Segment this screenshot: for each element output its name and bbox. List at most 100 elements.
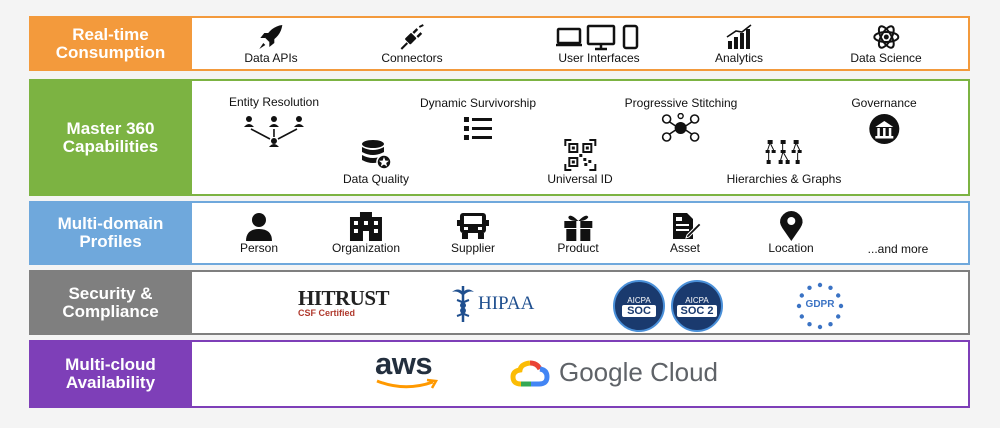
gdpr-logo: GDPR (795, 281, 845, 331)
hipaa-text: HIPAA (478, 293, 535, 314)
progressive-stitching-label: Progressive Stitching (624, 96, 738, 110)
caduceus-icon (452, 286, 474, 322)
aicpa-soc2-badge: AICPA SOC 2 (671, 280, 723, 332)
item-connectors: Connectors (381, 23, 443, 65)
list-icon (463, 117, 492, 140)
map-pin-icon (779, 211, 803, 241)
gdpr-text: GDPR (805, 299, 835, 310)
hierarchies-label: Hierarchies & Graphs (726, 172, 842, 186)
user-interfaces-label: User Interfaces (558, 51, 640, 65)
item-organization: Organization (332, 211, 400, 255)
security-label: Security &Compliance (29, 270, 192, 335)
organization-label: Organization (331, 241, 401, 255)
governance-icon (869, 114, 899, 144)
consumption-label-line2: Consumption (55, 42, 166, 62)
item-location: Location (768, 211, 814, 255)
hipaa-logo: HIPAA (450, 284, 534, 324)
and-more-label: ...and more (867, 242, 929, 256)
analytics-label: Analytics (714, 51, 764, 65)
item-person: Person (240, 211, 278, 255)
google-cloud-icon (510, 360, 550, 386)
data-apis-label: Data APIs (244, 51, 298, 65)
consumption-label-line1: Real-time (72, 24, 149, 44)
plug-icon (400, 24, 424, 50)
hitrust-logo: HITRUST CSF Certified (298, 286, 390, 319)
devices-icon (556, 24, 639, 51)
security-label-line2: Compliance (62, 301, 159, 321)
data-quality-label: Data Quality (342, 172, 410, 186)
capabilities-label-line1: Master 360 (66, 118, 155, 138)
aicpa-text-2: AICPA (685, 295, 709, 305)
soc-text: SOC (622, 304, 656, 317)
universal-id-label: Universal ID (547, 172, 613, 186)
item-supplier: Supplier (451, 211, 495, 255)
google-cloud-text: Google Cloud (559, 357, 718, 387)
network-icon (662, 113, 700, 142)
profiles-label-line1: Multi-domain (57, 214, 164, 233)
supplier-label: Supplier (450, 241, 496, 255)
entity-resolution-icon (243, 116, 304, 147)
gift-icon (563, 215, 592, 241)
product-label: Product (557, 241, 599, 255)
capabilities-box: Entity Resolution Dynamic Survivorship P… (192, 79, 970, 196)
entity-resolution-label: Entity Resolution (228, 95, 320, 109)
connectors-label: Connectors (381, 51, 443, 65)
hitrust-text: HITRUST (298, 286, 390, 310)
atom-icon (873, 25, 899, 49)
dynamic-survivorship-label: Dynamic Survivorship (419, 96, 537, 110)
item-and-more: ...and more (868, 242, 929, 256)
item-dynamic-survivorship: Dynamic Survivorship (420, 96, 536, 143)
hitrust-sub: CSF Certified (298, 308, 356, 318)
profiles-box: Person Organization Supplier Product Ass… (192, 201, 970, 265)
item-data-quality: Data Quality (343, 138, 409, 186)
database-quality-icon (362, 140, 392, 170)
google-cloud-logo: Google Cloud (509, 357, 718, 388)
bar-chart-icon (726, 24, 752, 49)
item-product: Product (557, 211, 599, 255)
aicpa-text-1: AICPA (627, 295, 651, 305)
cloud-label-line1: Multi-cloud (65, 355, 156, 374)
data-science-label: Data Science (850, 51, 922, 65)
cloud-label-line2: Availability (65, 373, 156, 392)
eu-stars-icon (796, 282, 844, 330)
item-user-interfaces: User Interfaces (556, 23, 642, 65)
governance-label: Governance (851, 96, 917, 110)
item-hierarchies: Hierarchies & Graphs (726, 138, 842, 186)
person-icon (246, 213, 272, 241)
truck-icon (457, 213, 489, 239)
person-label: Person (239, 241, 279, 255)
consumption-box: Data APIs Connectors User Interfaces Ana… (192, 16, 970, 71)
soc2-text: SOC 2 (677, 304, 717, 317)
location-label: Location (768, 241, 814, 255)
aws-logo: aws (375, 348, 441, 392)
item-progressive-stitching: Progressive Stitching (624, 96, 738, 143)
item-data-apis: Data APIs (244, 23, 298, 65)
capabilities-label-line2: Capabilities (62, 136, 159, 156)
aicpa-soc-badge: AICPA SOC (613, 280, 665, 332)
security-label-line1: Security & (68, 283, 153, 303)
item-governance: Governance (851, 96, 917, 145)
security-box: HITRUST CSF Certified HIPAA AICPA SOC AI… (192, 270, 970, 335)
item-data-science: Data Science (850, 23, 922, 65)
rocket-icon (259, 25, 282, 49)
hierarchy-icon (766, 140, 802, 164)
asset-label: Asset (669, 241, 700, 255)
item-analytics: Analytics (715, 23, 763, 65)
aws-smile-icon (376, 378, 439, 389)
security-row: Security &Compliance HITRUST CSF Certifi… (29, 270, 970, 335)
asset-document-icon (673, 213, 701, 239)
item-universal-id: Universal ID (547, 138, 613, 186)
aws-text: aws (375, 346, 433, 381)
qr-code-icon (563, 139, 596, 171)
item-entity-resolution: Entity Resolution (229, 95, 319, 147)
profiles-label-line2: Profiles (79, 232, 142, 251)
item-asset: Asset (669, 211, 701, 255)
